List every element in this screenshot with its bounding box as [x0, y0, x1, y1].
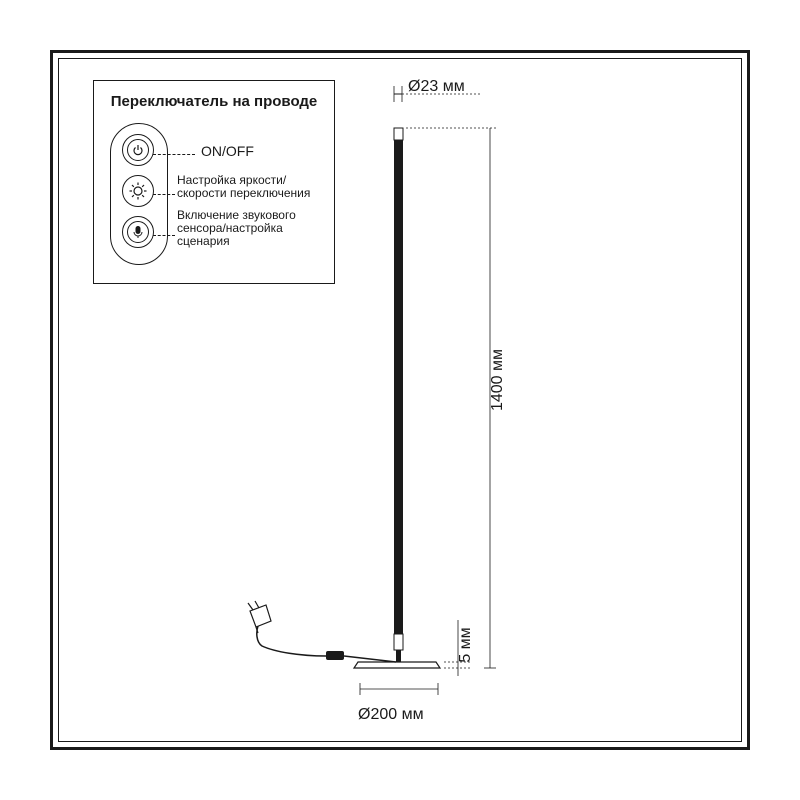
- base-thickness-label: 5 мм: [457, 627, 474, 663]
- tube-diameter-label: Ø23 мм: [408, 78, 465, 95]
- power-cable: [256, 625, 397, 663]
- microphone-icon: [133, 226, 143, 238]
- brightness-button-label: Настройка яркости/ скорости переключения: [177, 173, 311, 200]
- inner-frame: [58, 58, 742, 742]
- lamp-base: [352, 661, 442, 669]
- sound-sensor-button: [122, 216, 154, 248]
- brightness-icon: [129, 182, 147, 200]
- power-button: [122, 134, 154, 166]
- power-button-label: ON/OFF: [201, 143, 254, 159]
- base-thickness-dimension: [444, 620, 470, 676]
- base-diameter-dimension: [359, 683, 439, 695]
- brightness-button: [122, 175, 154, 207]
- legend-title: Переключатель на проводе: [110, 93, 318, 110]
- plug-adapter: [247, 600, 272, 634]
- tube-diameter-dimension: [393, 86, 482, 102]
- base-diameter-label: Ø200 мм: [358, 706, 424, 723]
- switch-legend: Переключатель на проводе: [93, 80, 335, 284]
- pointer-line: [153, 235, 175, 236]
- pointer-line: [153, 154, 195, 155]
- height-label: 1400 мм: [489, 348, 506, 412]
- power-icon: [133, 145, 143, 156]
- inline-switch: [326, 651, 344, 660]
- sound-sensor-button-label: Включение звукового сенсора/настройка сц…: [177, 208, 296, 248]
- pointer-line: [153, 194, 175, 195]
- lamp-tube: [393, 127, 404, 662]
- outer-frame: [50, 50, 750, 750]
- height-dimension: [406, 127, 496, 669]
